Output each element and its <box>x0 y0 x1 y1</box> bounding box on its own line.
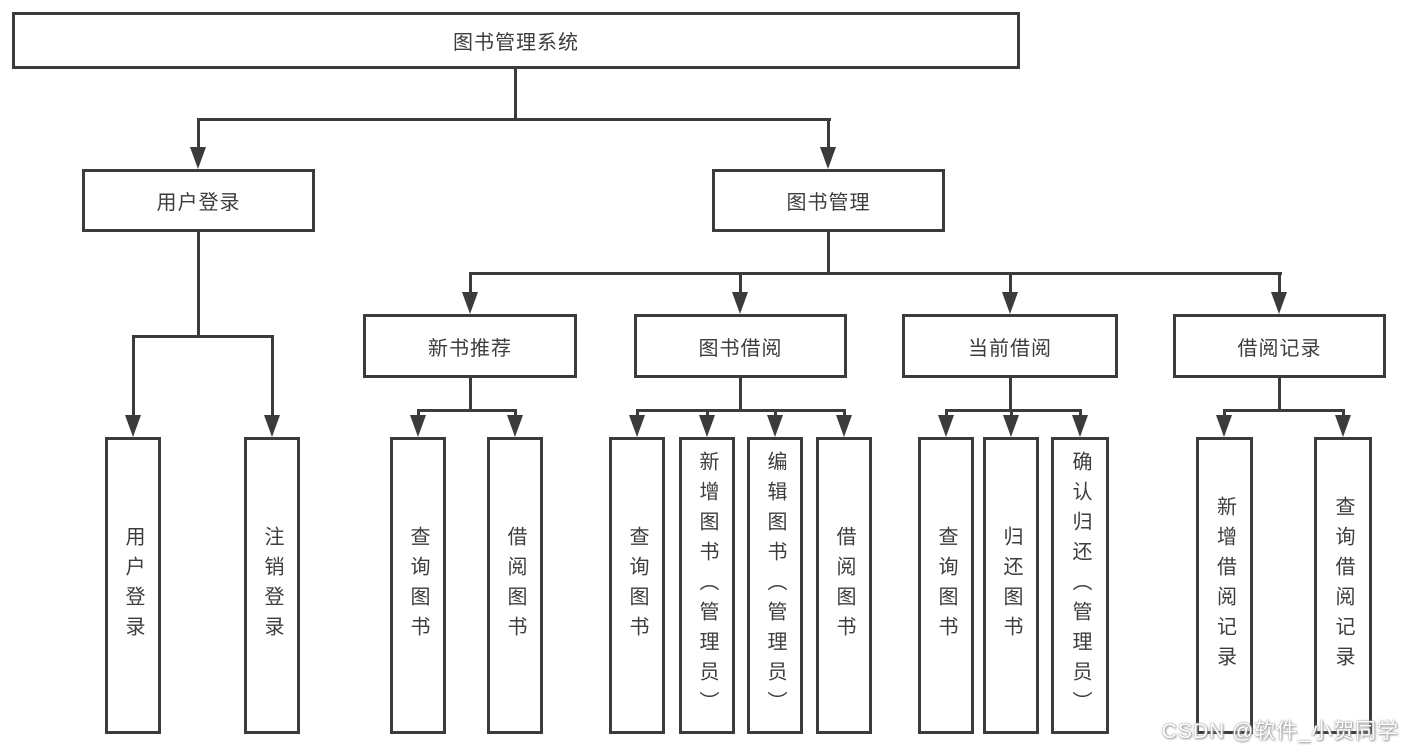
leaf-user-login: 用户登录 <box>105 437 161 734</box>
connector-book-management-trunk <box>827 232 830 275</box>
leaf-borrow-edit-books-admin: 编辑图书（管理员） <box>747 437 803 734</box>
node-current-borrow-label: 当前借阅 <box>968 337 1052 360</box>
arrow-down-to-borrow-borrow <box>836 409 852 437</box>
leaf-borrow-add-books-admin: 新增图书（管理员） <box>679 437 735 734</box>
node-book-management: 图书管理 <box>712 169 945 232</box>
connector-user-login-trunk <box>197 232 200 338</box>
connector-borrow-branch <box>636 409 846 412</box>
arrow-down-to-new-book-recommend <box>462 272 478 314</box>
leaf-records-query-record: 查询借阅记录 <box>1314 437 1372 734</box>
arrow-down-to-records-query <box>1335 409 1351 437</box>
arrow-down-to-borrow-records <box>1271 272 1287 314</box>
arrow-down-to-book-borrow <box>732 272 748 314</box>
arrow-down-to-recommend-borrow <box>507 409 523 437</box>
leaf-records-add-record-label: 新增借阅记录 <box>1213 495 1236 676</box>
leaf-borrow-borrow-books: 借阅图书 <box>816 437 872 734</box>
leaf-recommend-borrow-books-label: 借阅图书 <box>504 525 526 646</box>
arrow-down-to-user-login <box>190 118 206 169</box>
leaf-current-return-books-label: 归还图书 <box>1000 525 1022 646</box>
connector-records-branch <box>1223 409 1345 412</box>
leaf-recommend-borrow-books: 借阅图书 <box>487 437 543 734</box>
leaf-borrow-edit-books-admin-label: 编辑图书（管理员） <box>764 450 786 721</box>
connector-current-trunk <box>1009 378 1012 412</box>
node-root-label: 图书管理系统 <box>453 32 579 54</box>
arrow-down-to-current-confirm <box>1072 409 1088 437</box>
connector-root-branch <box>197 118 831 121</box>
connector-book-management-branch <box>469 272 1282 275</box>
leaf-logout-login-label: 注销登录 <box>261 525 283 646</box>
connector-records-trunk <box>1278 378 1281 412</box>
node-root: 图书管理系统 <box>12 12 1020 69</box>
leaf-user-login-label: 用户登录 <box>122 525 144 646</box>
leaf-borrow-query-books: 查询图书 <box>609 437 665 734</box>
leaf-current-confirm-return-admin-label: 确认归还（管理员） <box>1069 450 1091 721</box>
node-book-management-label: 图书管理 <box>786 192 871 214</box>
arrow-down-to-records-add <box>1216 409 1232 437</box>
arrow-down-to-current-query <box>938 409 954 437</box>
arrow-down-to-leaf-logout <box>264 335 280 437</box>
arrow-down-to-borrow-add <box>699 409 715 437</box>
node-user-login: 用户登录 <box>82 169 315 232</box>
node-borrow-records-label: 借阅记录 <box>1237 337 1322 360</box>
arrow-down-to-current-borrow <box>1002 272 1018 314</box>
arrow-down-to-leaf-user-login <box>125 335 141 437</box>
leaf-current-confirm-return-admin: 确认归还（管理员） <box>1051 437 1109 734</box>
node-new-book-recommend: 新书推荐 <box>363 314 577 378</box>
connector-user-login-branch <box>132 335 274 338</box>
node-book-borrow-label: 图书借阅 <box>698 337 783 360</box>
connector-root-trunk <box>514 69 517 121</box>
connector-recommend-branch <box>417 409 517 412</box>
leaf-recommend-query-books-label: 查询图书 <box>407 525 429 646</box>
node-book-borrow: 图书借阅 <box>634 314 847 378</box>
leaf-current-return-books: 归还图书 <box>983 437 1039 734</box>
leaf-logout-login: 注销登录 <box>244 437 300 734</box>
arrow-down-to-borrow-query <box>629 409 645 437</box>
leaf-records-add-record: 新增借阅记录 <box>1196 437 1253 734</box>
arrow-down-to-book-management <box>820 118 836 169</box>
node-borrow-records: 借阅记录 <box>1173 314 1386 378</box>
connector-recommend-trunk <box>469 378 472 412</box>
leaf-borrow-borrow-books-label: 借阅图书 <box>833 525 855 646</box>
leaf-borrow-add-books-admin-label: 新增图书（管理员） <box>696 450 718 721</box>
connector-borrow-trunk <box>739 378 742 412</box>
leaf-borrow-query-books-label: 查询图书 <box>626 525 648 646</box>
node-new-book-recommend-label: 新书推荐 <box>428 337 512 360</box>
arrow-down-to-recommend-query <box>410 409 426 437</box>
leaf-current-query-books: 查询图书 <box>918 437 974 734</box>
leaf-records-query-record-label: 查询借阅记录 <box>1332 495 1354 676</box>
leaf-recommend-query-books: 查询图书 <box>390 437 446 734</box>
connector-current-branch <box>945 409 1082 412</box>
node-user-login-label: 用户登录 <box>156 192 241 214</box>
node-current-borrow: 当前借阅 <box>902 314 1118 378</box>
arrow-down-to-borrow-edit <box>767 409 783 437</box>
arrow-down-to-current-return <box>1003 409 1019 437</box>
csdn-watermark: CSDN @软件_小贺同学 <box>1161 720 1399 743</box>
leaf-current-query-books-label: 查询图书 <box>935 525 957 646</box>
